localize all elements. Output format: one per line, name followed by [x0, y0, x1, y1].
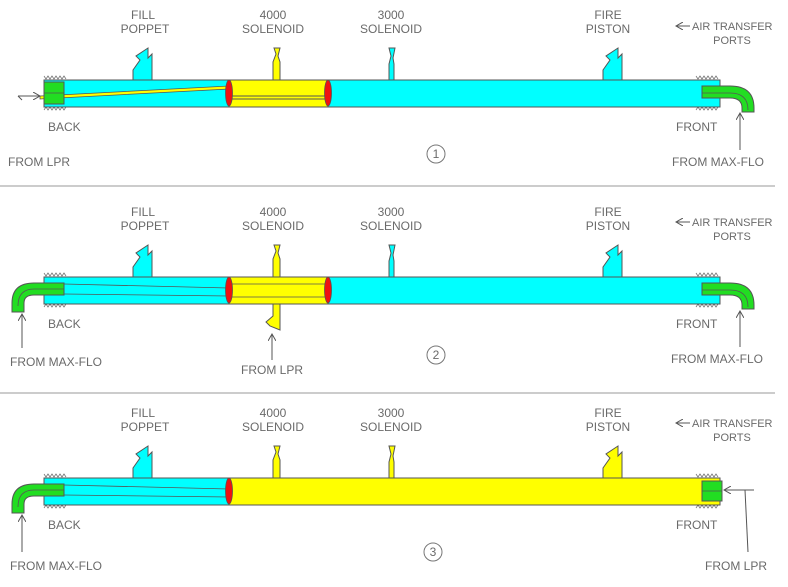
fire-piston-label-1: FIRE: [594, 205, 621, 219]
source-left-label: FROM MAX-FLO: [10, 355, 102, 369]
fire-piston-label-2: PISTON: [586, 22, 630, 36]
solenoid-4000-label-1: 4000: [260, 406, 287, 420]
solenoid-3000-label-2: SOLENOID: [360, 22, 422, 36]
fire-piston-port: [602, 445, 623, 479]
fill-poppet-label-2: POPPET: [121, 219, 170, 233]
solenoid-4000-port: [272, 244, 281, 278]
source-right-label: FROM LPR: [705, 559, 767, 573]
front-label: FRONT: [676, 317, 718, 331]
ports-label-2: PORTS: [713, 231, 751, 243]
main-tube: [43, 276, 721, 305]
back-elbow-fitting: [11, 282, 65, 313]
diagram-number: 1: [433, 147, 440, 161]
solenoid-chamber: [228, 79, 329, 108]
back-elbow-bore: [17, 489, 64, 508]
diagram-number: 2: [433, 348, 440, 362]
seal-right: [324, 79, 332, 107]
source-left-label: FROM MAX-FLO: [10, 559, 102, 573]
fill-poppet-port: [132, 47, 153, 81]
front-label: FRONT: [676, 120, 718, 134]
front-label: FRONT: [676, 518, 718, 532]
fill-poppet-label-1: FILL: [131, 205, 155, 219]
main-tube: [43, 79, 721, 108]
back-label: BACK: [48, 120, 81, 134]
diagram-2: FILL POPPET 4000 SOLENOID 3000 SOLENOID …: [10, 205, 773, 377]
source-left-label: FROM LPR: [8, 155, 70, 169]
solenoid-3000-port: [388, 47, 396, 81]
inner-tube-line: [63, 283, 230, 289]
inner-tube-line-lower: [63, 293, 230, 297]
back-label: BACK: [48, 317, 81, 331]
diagram-3: FILL POPPET 4000 SOLENOID 3000 SOLENOID …: [10, 406, 773, 573]
diagram-1: FILL POPPET 4000 SOLENOID 3000 SOLENOID …: [8, 8, 773, 169]
inner-tube-line: [63, 484, 230, 490]
fill-poppet-port: [132, 445, 153, 479]
solenoid-4000-label-2: SOLENOID: [242, 22, 304, 36]
ports-label-2: PORTS: [713, 432, 751, 444]
front-elbow-bore: [702, 289, 749, 308]
main-tube-front: [228, 477, 721, 506]
source-right-label: FROM MAX-FLO: [671, 352, 763, 366]
diagram-number: 3: [430, 545, 437, 559]
fill-poppet-label-2: POPPET: [121, 22, 170, 36]
solenoid-3000-label-1: 3000: [378, 406, 405, 420]
diagram-number-badge: [426, 345, 446, 365]
back-label: BACK: [48, 518, 81, 532]
ports-label-2: PORTS: [713, 35, 751, 47]
inner-tube-line-lower: [63, 494, 230, 498]
solenoid-3000-label-2: SOLENOID: [360, 420, 422, 434]
source-right-label: FROM MAX-FLO: [672, 155, 764, 169]
back-elbow-bore: [17, 288, 64, 307]
solenoid-4000-label-1: 4000: [260, 8, 287, 22]
seal-left: [225, 477, 233, 505]
ports-label-1: AIR TRANSFER: [692, 418, 773, 430]
solenoid-4000-lower-port: [265, 303, 281, 331]
solenoid-4000-port: [272, 445, 281, 479]
fire-piston-port: [602, 244, 623, 278]
fill-poppet-label-1: FILL: [131, 406, 155, 420]
fill-poppet-label-2: POPPET: [121, 420, 170, 434]
seal-left: [225, 276, 233, 304]
diagram-number-badge: [426, 144, 446, 164]
front-elbow-fitting: [701, 282, 755, 310]
main-tube-back: [43, 477, 230, 506]
seal-left: [225, 79, 233, 107]
solenoid-4000-label-1: 4000: [260, 205, 287, 219]
solenoid-4000-label-2: SOLENOID: [242, 219, 304, 233]
solenoid-4000-label-2: SOLENOID: [242, 420, 304, 434]
ports-label-1: AIR TRANSFER: [692, 21, 773, 33]
fire-piston-label-1: FIRE: [594, 406, 621, 420]
solenoid-3000-port: [388, 244, 396, 278]
fire-piston-port: [602, 47, 623, 81]
fill-poppet-port: [132, 244, 153, 278]
ports-label-1: AIR TRANSFER: [692, 217, 773, 229]
source-middle-label: FROM LPR: [241, 363, 303, 377]
fire-piston-label-2: PISTON: [586, 420, 630, 434]
solenoid-3000-label-1: 3000: [378, 205, 405, 219]
solenoid-3000-port: [388, 445, 396, 479]
fire-piston-label-1: FIRE: [594, 8, 621, 22]
solenoid-chamber: [228, 276, 329, 305]
back-elbow-fitting: [11, 483, 65, 514]
front-elbow-bore: [702, 92, 749, 111]
fill-poppet-label-1: FILL: [131, 8, 155, 22]
solenoid-3000-label-1: 3000: [378, 8, 405, 22]
solenoid-3000-label-2: SOLENOID: [360, 219, 422, 233]
fire-piston-label-2: PISTON: [586, 219, 630, 233]
seal-right: [324, 276, 332, 304]
solenoid-4000-port: [272, 47, 281, 81]
diagram-number-badge: [423, 542, 443, 562]
